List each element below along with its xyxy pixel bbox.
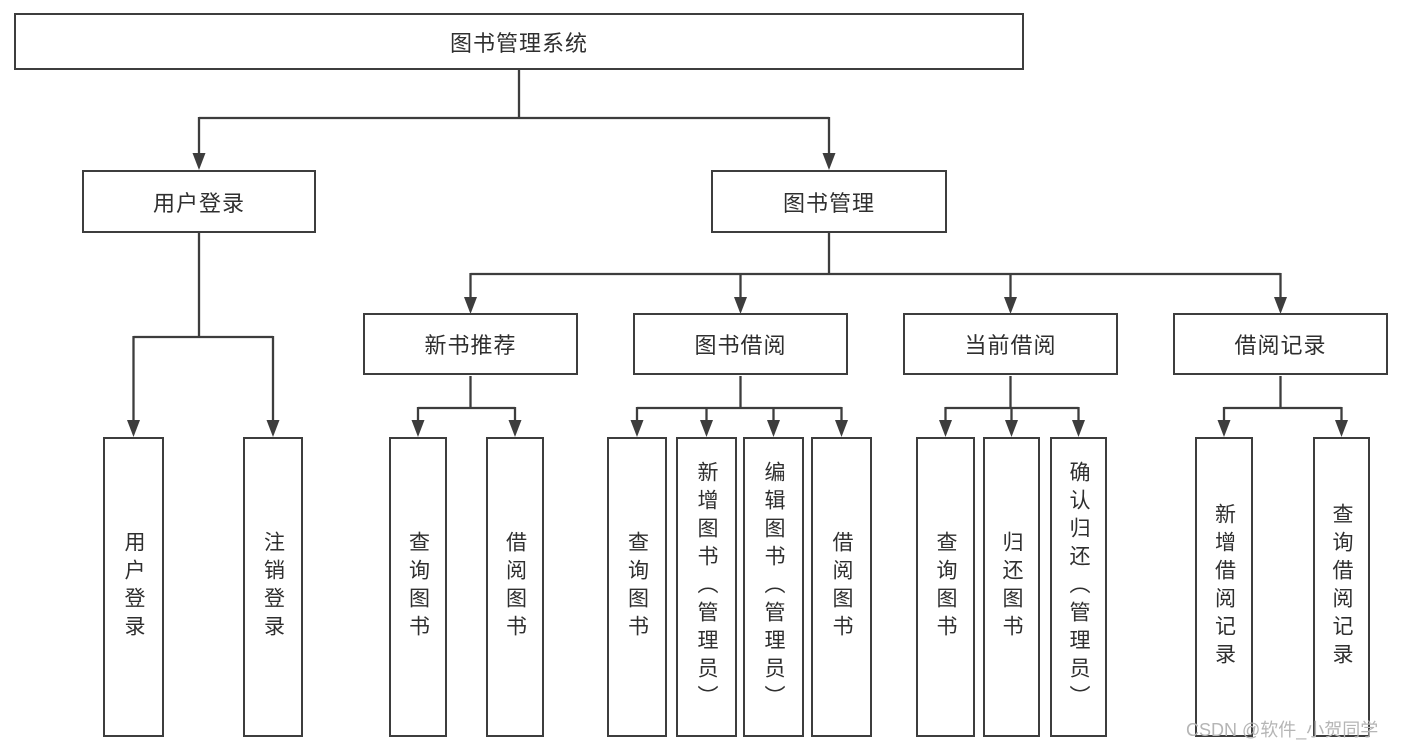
node-book-management: 图书管理 xyxy=(711,170,947,233)
leaf-return-books: 归还图书 xyxy=(983,437,1040,737)
node-label: 用户登录 xyxy=(152,190,245,216)
leaf-label: 新增借阅记录 xyxy=(1212,503,1236,671)
leaf-label: 新增图书（管理员） xyxy=(695,461,718,713)
leaf-edit-books-admin: 编辑图书（管理员） xyxy=(743,437,804,737)
leaf-label: 查询借阅记录 xyxy=(1330,503,1353,671)
node-label: 图书借阅 xyxy=(694,333,787,358)
leaf-label: 查询图书 xyxy=(406,531,430,643)
leaf-query-books-borrowing: 查询图书 xyxy=(607,437,667,737)
node-label: 借阅记录 xyxy=(1234,333,1327,358)
leaf-add-borrow-record: 新增借阅记录 xyxy=(1195,437,1253,737)
leaf-label: 用户登录 xyxy=(122,531,145,643)
leaf-query-books-recommend: 查询图书 xyxy=(389,437,447,737)
leaf-label: 借阅图书 xyxy=(503,531,527,643)
node-label: 图书管理系统 xyxy=(449,30,588,56)
leaf-label: 归还图书 xyxy=(1000,531,1023,643)
leaf-label: 确认归还（管理员） xyxy=(1067,461,1090,713)
node-user-login: 用户登录 xyxy=(82,170,316,233)
leaf-borrow-books: 借阅图书 xyxy=(811,437,872,737)
leaf-label: 查询图书 xyxy=(625,531,649,643)
node-new-book-recommend: 新书推荐 xyxy=(363,313,578,375)
node-book-borrowing: 图书借阅 xyxy=(633,313,848,375)
arrowheads xyxy=(127,153,1348,437)
leaf-label: 注销登录 xyxy=(261,531,285,643)
leaf-logout: 注销登录 xyxy=(243,437,303,737)
leaf-query-borrow-record: 查询借阅记录 xyxy=(1313,437,1370,737)
leaf-user-login: 用户登录 xyxy=(103,437,164,737)
csdn-watermark: CSDN @软件_小贺同学 xyxy=(1186,720,1379,740)
node-current-borrowing: 当前借阅 xyxy=(903,313,1118,375)
node-label: 当前借阅 xyxy=(964,333,1057,358)
leaf-label: 查询图书 xyxy=(934,531,957,643)
leaf-confirm-return-admin: 确认归还（管理员） xyxy=(1050,437,1107,737)
node-library-management-system: 图书管理系统 xyxy=(14,13,1024,70)
node-label: 新书推荐 xyxy=(424,333,517,358)
node-label: 图书管理 xyxy=(782,190,875,216)
leaf-label: 借阅图书 xyxy=(830,531,853,643)
leaf-label: 编辑图书（管理员） xyxy=(762,461,785,713)
node-borrowing-records: 借阅记录 xyxy=(1173,313,1388,375)
leaf-add-books-admin: 新增图书（管理员） xyxy=(676,437,737,737)
leaf-borrow-books-recommend: 借阅图书 xyxy=(486,437,544,737)
leaf-query-books-current: 查询图书 xyxy=(916,437,975,737)
